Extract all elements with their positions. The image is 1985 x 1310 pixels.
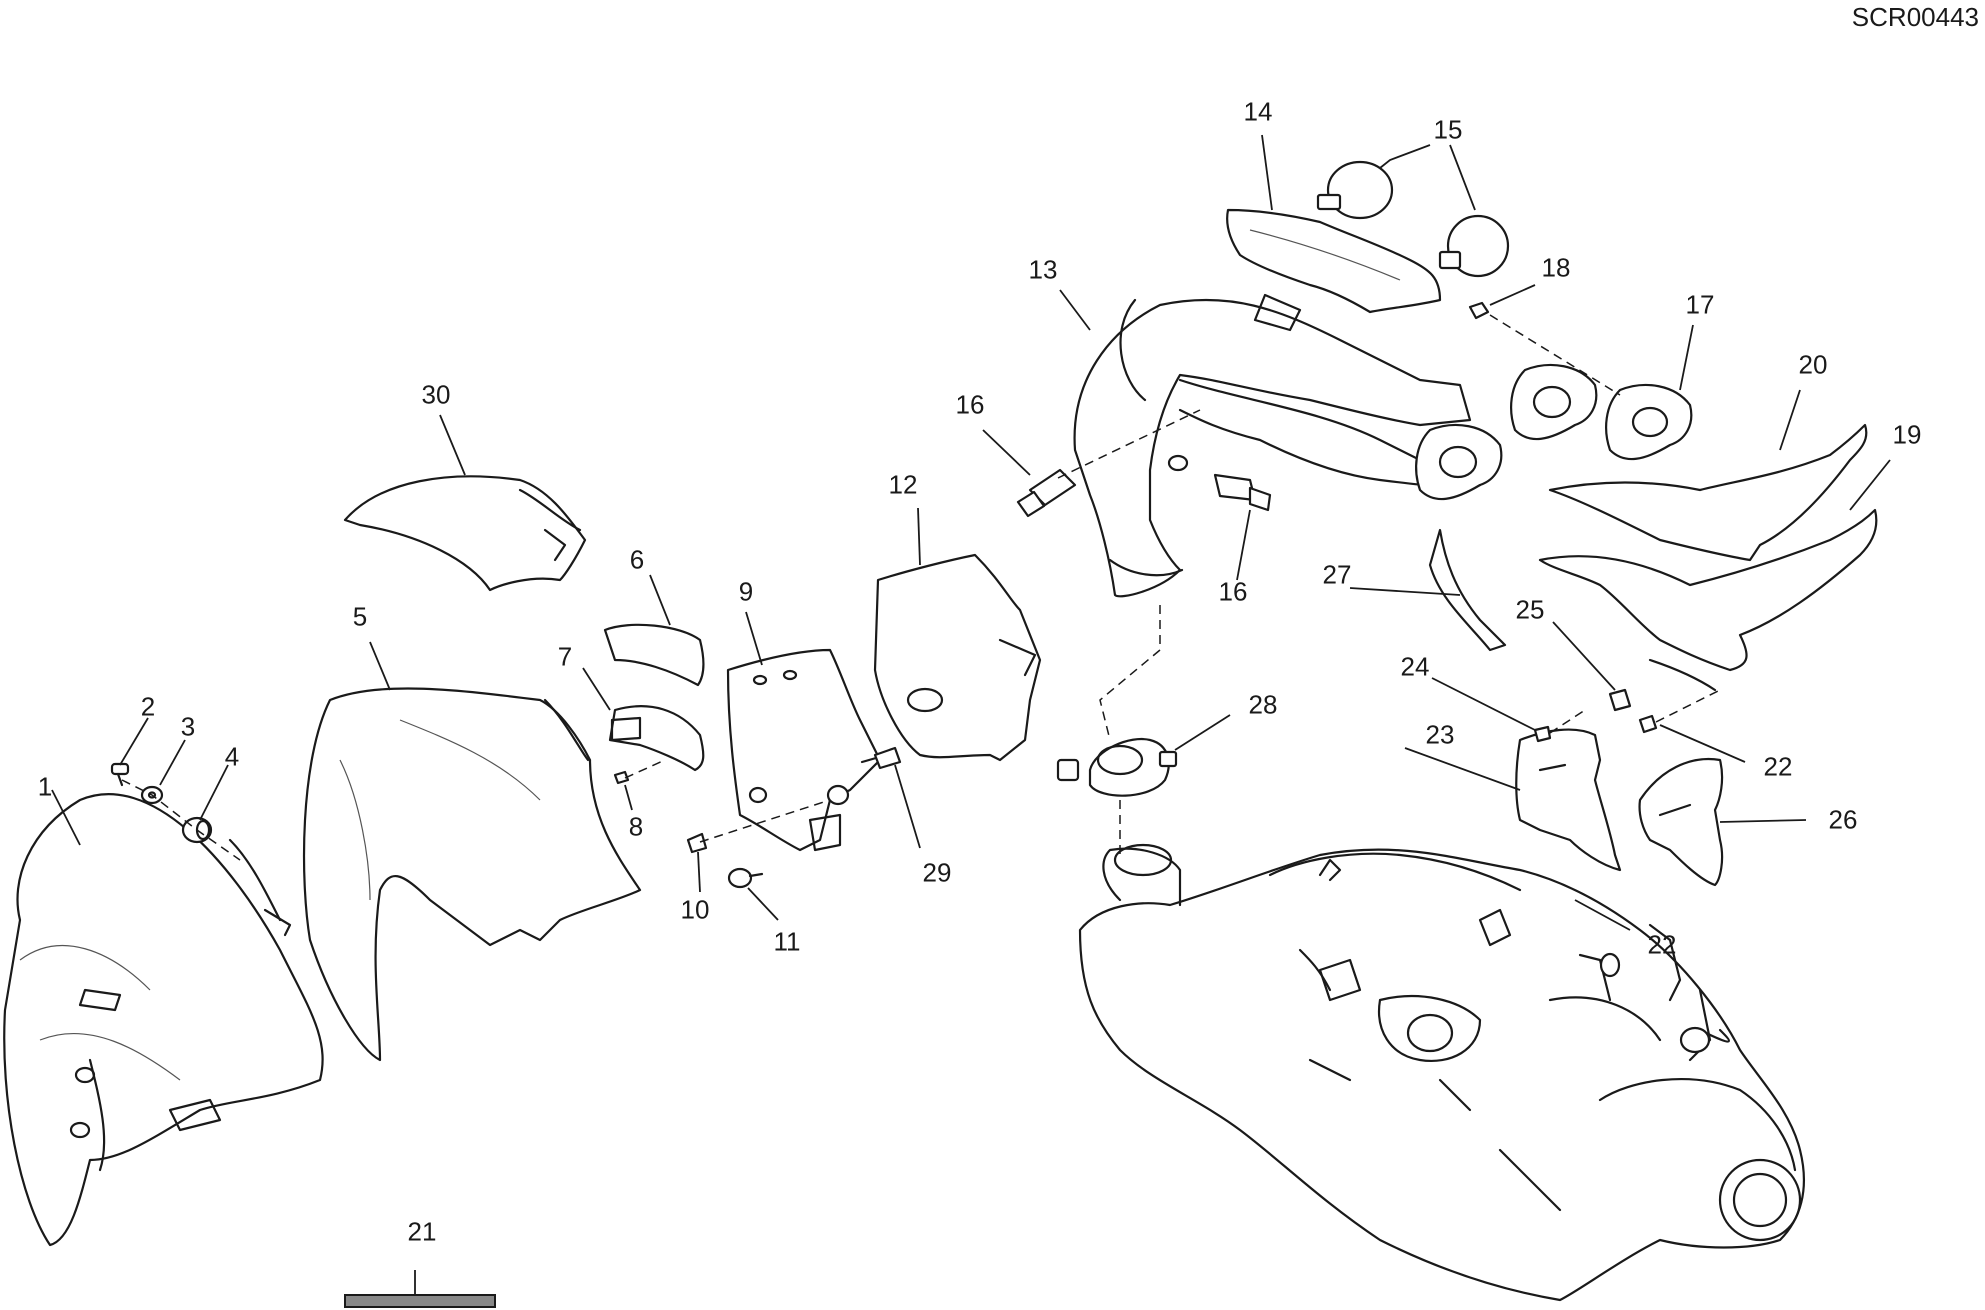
part-11-rivet xyxy=(727,867,764,889)
part-5-heat-shield xyxy=(302,687,642,1062)
part-13-flange-upper xyxy=(1510,363,1598,441)
ref-10: 10 xyxy=(680,894,710,925)
ref-11: 11 xyxy=(773,926,801,957)
ref-1: 1 xyxy=(37,771,53,802)
ref-15: 15 xyxy=(1433,114,1463,145)
ref-13: 13 xyxy=(1028,254,1058,285)
ref-20: 20 xyxy=(1798,349,1828,380)
part-13-exhaust-header xyxy=(1073,293,1482,598)
part-28-clamp xyxy=(1056,737,1178,797)
ref-27: 27 xyxy=(1322,559,1352,590)
part-17-gasket xyxy=(1605,383,1693,461)
drawing-code: SCR00443 xyxy=(1851,2,1979,32)
part-30-heat-shield xyxy=(343,475,587,592)
ref-22-lower: 22 xyxy=(1647,929,1677,960)
part-14-heat-shield xyxy=(1226,208,1442,314)
ref-28: 28 xyxy=(1248,689,1278,720)
part-18-nut xyxy=(1468,301,1490,320)
part-7-bracket xyxy=(608,705,705,772)
ref-16-left: 16 xyxy=(955,389,985,420)
ref-22-upper: 22 xyxy=(1763,751,1793,782)
ref-18: 18 xyxy=(1541,252,1571,283)
part-16-sensor-right xyxy=(1213,473,1272,512)
part-8-screw xyxy=(613,759,666,785)
ref-12: 12 xyxy=(888,469,918,500)
part-26-bracket xyxy=(1638,758,1724,887)
ref-24: 24 xyxy=(1400,651,1430,682)
ref-23: 23 xyxy=(1425,719,1455,750)
ref-7: 7 xyxy=(557,641,573,672)
ref-2: 2 xyxy=(140,691,156,722)
part-1-heat-shield xyxy=(3,793,324,1247)
ref-4: 4 xyxy=(224,741,240,772)
part-24-screw xyxy=(1533,709,1586,743)
part-12-heat-shield xyxy=(873,553,1042,762)
part-25-clip xyxy=(1608,688,1632,712)
ref-8: 8 xyxy=(628,811,644,842)
ref-6: 6 xyxy=(629,544,645,575)
part-22-screw-upper xyxy=(1638,689,1721,734)
part-23-bracket xyxy=(1515,728,1622,872)
ref-17: 17 xyxy=(1685,289,1715,320)
ref-21: 21 xyxy=(407,1216,437,1247)
part-13-flange-lower xyxy=(1415,423,1503,501)
ref-19: 19 xyxy=(1892,419,1922,450)
ref-3: 3 xyxy=(180,711,196,742)
ref-29: 29 xyxy=(922,857,952,888)
ref-25: 25 xyxy=(1515,594,1545,625)
leader-lines xyxy=(51,134,1891,1295)
ref-26: 26 xyxy=(1828,804,1858,835)
part-19-heat-shield xyxy=(1538,508,1878,692)
ref-5: 5 xyxy=(352,601,368,632)
ref-9: 9 xyxy=(738,576,754,607)
ref-16-right: 16 xyxy=(1218,576,1248,607)
ref-14: 14 xyxy=(1243,96,1273,127)
part-27-hose xyxy=(1428,528,1507,652)
part-2-screw xyxy=(110,762,130,787)
part-15-hose-clamp xyxy=(1316,160,1510,278)
part-20-heat-shield xyxy=(1548,423,1868,562)
part-10-pad xyxy=(686,832,708,854)
part-6-clip-shield xyxy=(603,623,705,687)
part-9-heat-shield xyxy=(726,648,882,852)
part-21-strip xyxy=(344,1294,496,1308)
ref-30: 30 xyxy=(421,379,451,410)
muffler-assembly xyxy=(1078,843,1806,1302)
part-29-screw xyxy=(860,746,902,770)
part-16-sensor-left xyxy=(1016,468,1077,518)
